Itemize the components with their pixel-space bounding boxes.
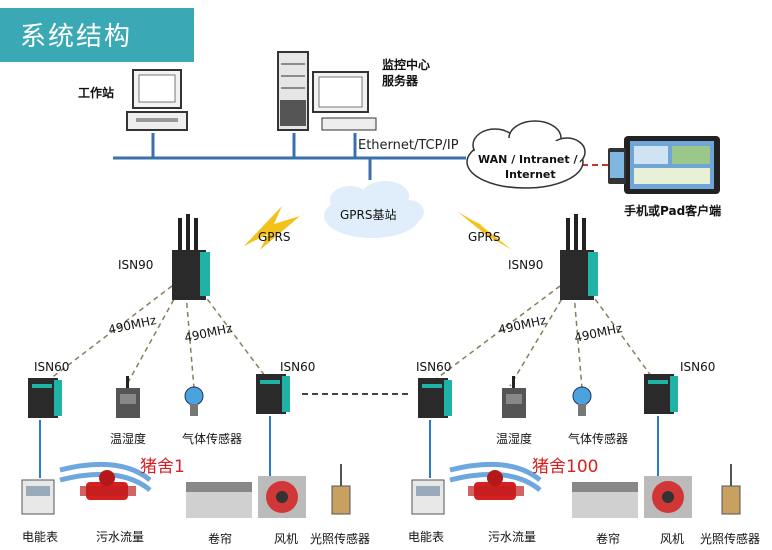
isn60-label-rl: ISN60 [416, 360, 452, 374]
isn60-label-rr: ISN60 [680, 360, 716, 374]
gas-sensor-left-icon [184, 386, 204, 416]
gprs-bolt-left-icon [244, 206, 300, 250]
isn60-node-ll-icon [28, 378, 62, 418]
curtain-right-icon [572, 482, 638, 518]
light-sensor-label-right: 光照传感器 [700, 532, 761, 546]
humidity-sensor-right-icon [502, 376, 526, 418]
gas-label-left: 气体传感器 [182, 432, 243, 446]
energy-meter-left-icon [21, 479, 55, 515]
flow-label-right: 污水流量 [488, 530, 537, 544]
server-label: 服务器 [382, 74, 419, 88]
isn60-label-ll: ISN60 [34, 360, 70, 374]
flow-valve-left-icon [80, 470, 136, 500]
gprs-station-label: GPRS基站 [340, 208, 397, 222]
humidity-label-right: 温湿度 [496, 432, 533, 446]
curtain-label-left: 卷帘 [208, 532, 233, 546]
isn90-gateway-right-icon [560, 214, 598, 300]
humidity-sensor-left-icon [116, 376, 140, 418]
gprs-cloud-icon [324, 181, 424, 238]
energy-meter-label-left: 电能表 [22, 530, 59, 544]
energy-meter-right-icon [411, 479, 445, 515]
mobile-client-label: 手机或Pad客户端 [624, 204, 722, 218]
fan-right-icon [644, 476, 692, 518]
isn60-node-rl-icon [418, 378, 452, 418]
wan-cloud-icon [466, 120, 586, 189]
gprs-label-right: GPRS [468, 230, 501, 244]
gprs-bolt-right-icon [458, 212, 512, 250]
tablet-icon [608, 136, 720, 194]
title-banner [0, 8, 194, 62]
ethernet-backbone [113, 133, 466, 180]
workstation-label: 工作站 [78, 86, 115, 100]
isn60-node-lr-icon [256, 374, 290, 414]
humidity-label-left: 温湿度 [110, 432, 147, 446]
monitor-center-label: 监控中心 [382, 58, 431, 72]
ethernet-label: Ethernet/TCP/IP [358, 138, 459, 153]
radio-links [45, 285, 655, 389]
fan-label-right: 风机 [660, 532, 685, 546]
pigsty-1-label: 猪舍1 [140, 457, 185, 477]
server-icon [277, 51, 377, 131]
light-sensor-right-icon [721, 464, 741, 515]
pigsty-100-label: 猪舍100 [532, 457, 599, 477]
page-title: 系统结构 [20, 22, 133, 52]
gas-sensor-right-icon [572, 386, 592, 416]
fan-label-left: 风机 [274, 532, 299, 546]
curtain-label-right: 卷帘 [596, 532, 621, 546]
isn90-label-left: ISN90 [118, 258, 154, 272]
isn90-label-right: ISN90 [508, 258, 544, 272]
fan-left-icon [258, 476, 306, 518]
field-wiring [39, 416, 659, 478]
isn90-gateway-left-icon [172, 214, 210, 300]
light-sensor-label-left: 光照传感器 [310, 532, 371, 546]
isn60-node-rr-icon [644, 374, 678, 414]
curtain-left-icon [186, 482, 252, 518]
wan-label-line1: WAN / Intranet / [478, 153, 578, 166]
light-sensor-left-icon [331, 464, 351, 515]
gprs-label-left: GPRS [258, 230, 291, 244]
energy-meter-label-right: 电能表 [408, 530, 445, 544]
flow-valve-right-icon [468, 470, 524, 500]
pipes-right [449, 461, 542, 492]
workstation-icon [126, 69, 188, 131]
wan-label-line2: Internet [505, 168, 556, 181]
gas-label-right: 气体传感器 [568, 432, 629, 446]
flow-label-left: 污水流量 [96, 530, 145, 544]
isn60-label-lr: ISN60 [280, 360, 316, 374]
